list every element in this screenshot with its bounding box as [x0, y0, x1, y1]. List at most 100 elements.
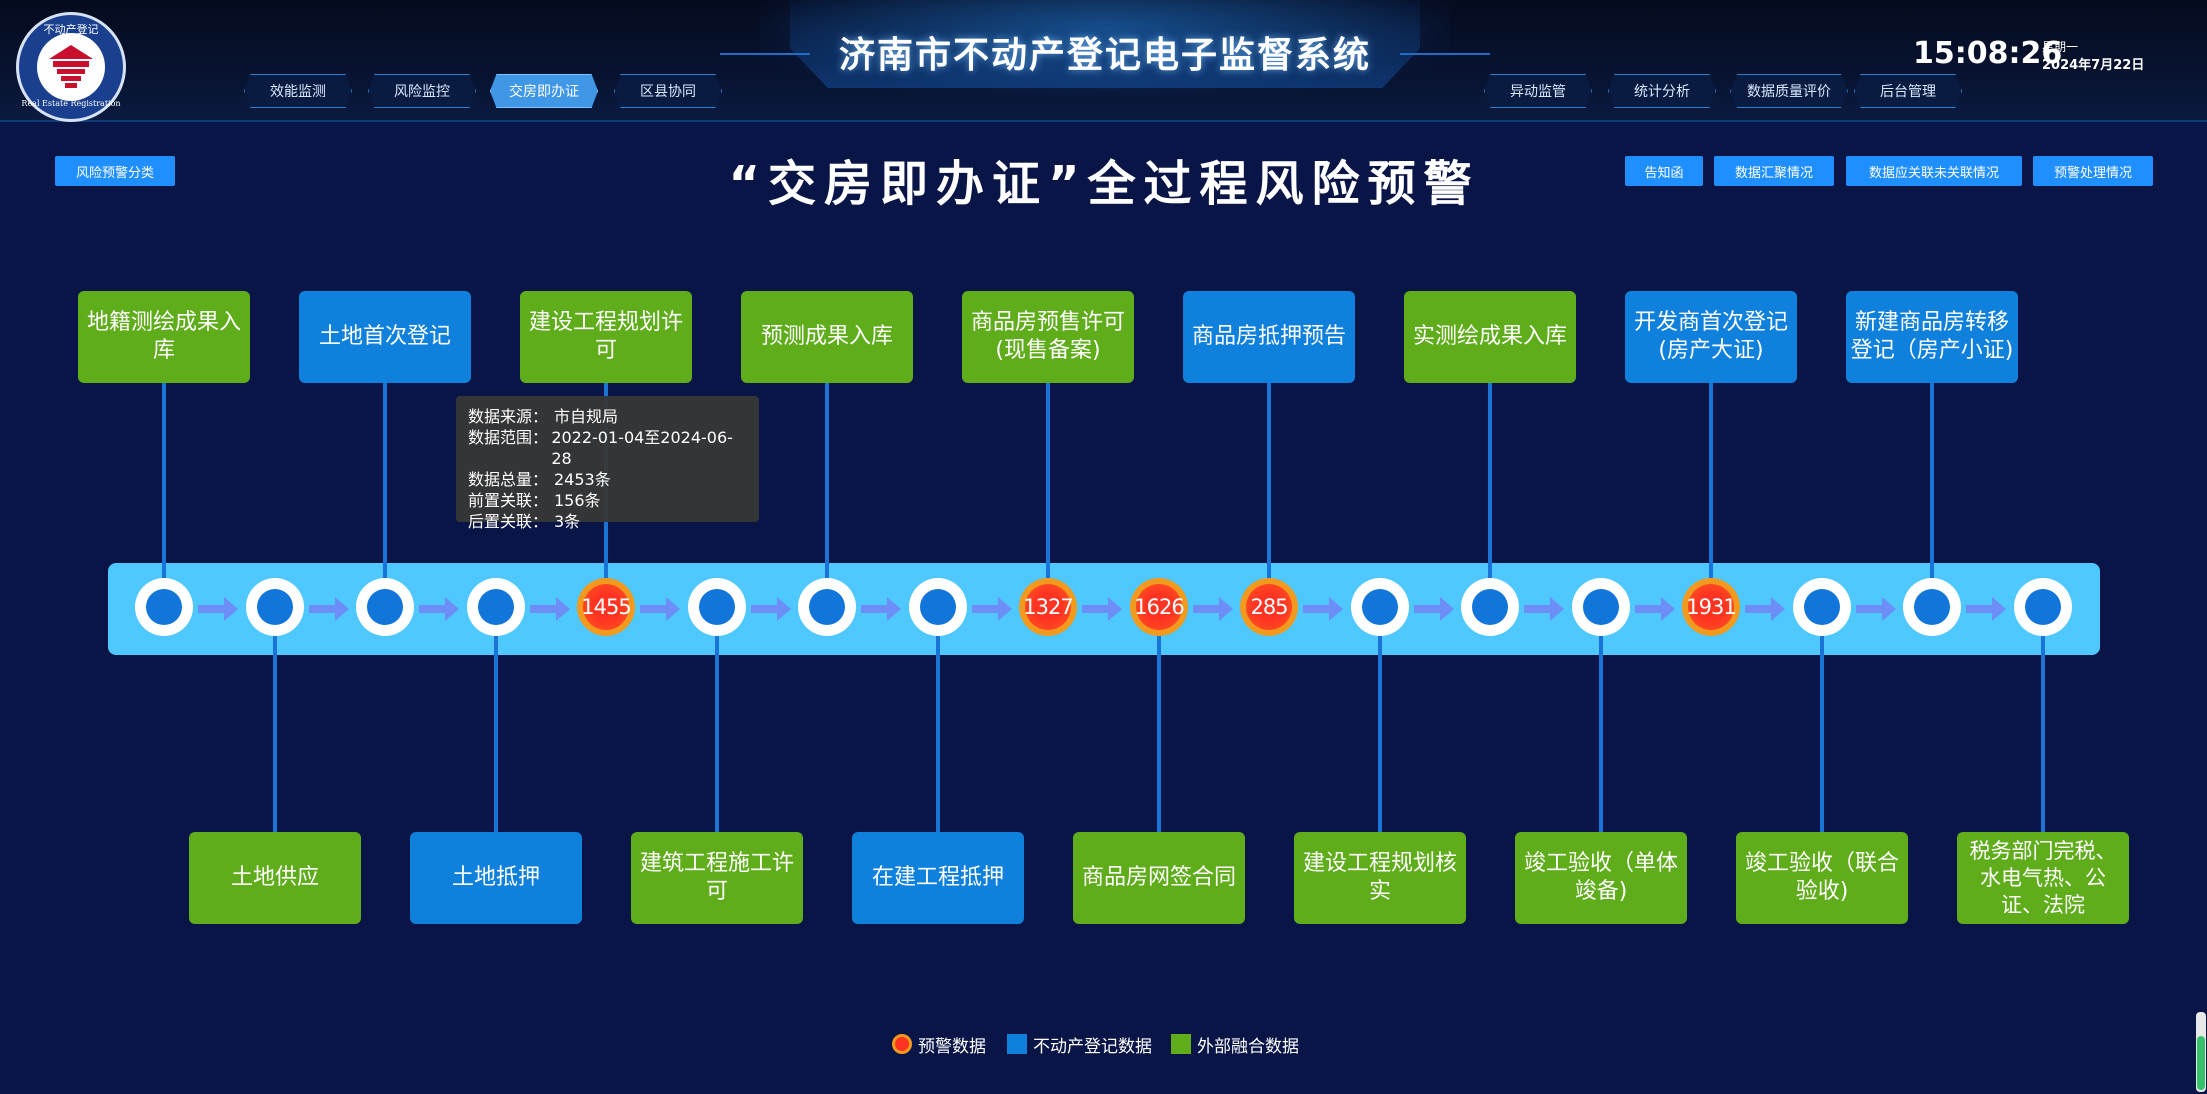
connector-line [1046, 382, 1050, 578]
timeline-node[interactable] [467, 578, 525, 636]
tooltip-row: 数据范围：2022-01-04至2024-06-28 [468, 427, 747, 469]
tooltip-row: 数据来源： 市自规局 [468, 406, 747, 427]
tooltip-row: 前置关联： 156条 [468, 490, 747, 511]
legend-label: 外部融合数据 [1197, 1036, 1299, 1057]
stage-card-planning-verification[interactable]: 建设工程规划核实 [1294, 832, 1466, 924]
connector-line [1378, 636, 1382, 832]
connector-line [383, 382, 387, 578]
connector-line [1488, 382, 1492, 578]
tab-label: 数据质量评价 [1747, 84, 1831, 100]
stage-card-forecast-survey[interactable]: 预测成果入库 [741, 291, 913, 383]
scrollbar[interactable] [2196, 1012, 2206, 1092]
timeline-node[interactable] [1793, 578, 1851, 636]
house-emblem-icon [49, 45, 93, 88]
logo: 不动产登记 Real Estate Registration [16, 12, 126, 122]
stage-card-construction-permit[interactable]: 建筑工程施工许可 [631, 832, 803, 924]
connector-line [1599, 636, 1603, 832]
timeline-node[interactable] [1461, 578, 1519, 636]
weekday: 星期一 [2042, 40, 2079, 54]
connector-line [825, 382, 829, 578]
timeline-node[interactable] [356, 578, 414, 636]
risk-category-button[interactable]: 风险预警分类 [55, 156, 175, 186]
connector-line [494, 636, 498, 832]
stage-card-land-mortgage[interactable]: 土地抵押 [410, 832, 582, 924]
tab-risk-monitoring[interactable]: 风险监控 [368, 74, 476, 108]
tab-handover-certificate[interactable]: 交房即办证 [490, 74, 598, 108]
stage-card-planning-permit[interactable]: 建设工程规划许可 [520, 291, 692, 383]
data-tooltip: 数据来源： 市自规局 数据范围：2022-01-04至2024-06-28 数据总… [456, 396, 759, 531]
connector-line [715, 636, 719, 832]
tab-label: 区县协同 [640, 84, 696, 100]
blue-square-icon [1007, 1034, 1027, 1054]
tab-backend-management[interactable]: 后台管理 [1854, 74, 1962, 108]
warning-count: 1327 [1023, 584, 1074, 630]
tooltip-value: 2022-01-04至2024-06-28 [551, 428, 733, 468]
timeline-node[interactable] [135, 578, 193, 636]
warning-count: 285 [1246, 584, 1292, 630]
stage-card-completion-single[interactable]: 竣工验收（单体竣备) [1515, 832, 1687, 924]
tab-district-collaboration[interactable]: 区县协同 [614, 74, 722, 108]
stage-card-presale-permit[interactable]: 商品房预售许可(现售备案) [962, 291, 1134, 383]
tab-label: 效能监测 [270, 84, 326, 100]
warning-node[interactable]: 1626 [1130, 578, 1188, 636]
legend-warn[interactable]: 预警数据 [892, 1033, 986, 1057]
tab-anomaly-supervision[interactable]: 异动监管 [1484, 74, 1592, 108]
warn-handling-button[interactable]: 预警处理情况 [2033, 156, 2153, 186]
tooltip-key: 前置关联： [468, 491, 549, 510]
date: 2024年7月22日 [2042, 58, 2145, 73]
timeline-node[interactable] [1351, 578, 1409, 636]
stage-card-completion-joint[interactable]: 竣工验收（联合验收) [1736, 832, 1908, 924]
timeline-node[interactable] [909, 578, 967, 636]
connector-line [1820, 636, 1824, 832]
connector-line [162, 382, 166, 578]
notice-letter-button[interactable]: 告知函 [1625, 156, 1703, 186]
warning-node[interactable]: 285 [1240, 578, 1298, 636]
connector-line [273, 636, 277, 832]
tab-statistics[interactable]: 统计分析 [1608, 74, 1716, 108]
clock-time: 15:08:26 [1913, 36, 2063, 71]
tab-label: 统计分析 [1634, 84, 1690, 100]
page-title: “交房即办证”全过程风险预警 [728, 156, 1480, 212]
stage-card-developer-registration[interactable]: 开发商首次登记(房产大证) [1625, 291, 1797, 383]
connector-line [1930, 382, 1934, 578]
title-line-right [1400, 53, 1490, 55]
top-header: 济南市不动产登记电子监督系统 不动产登记 Real Estate Registr… [0, 0, 2207, 122]
legend-label: 预警数据 [918, 1036, 986, 1057]
legend-label: 不动产登记数据 [1033, 1036, 1152, 1057]
timeline-node[interactable] [1903, 578, 1961, 636]
data-link-button[interactable]: 数据应关联未关联情况 [1846, 156, 2022, 186]
stage-card-mortgage-notice[interactable]: 商品房抵押预告 [1183, 291, 1355, 383]
timeline-node[interactable] [1572, 578, 1630, 636]
title-line-left [720, 53, 810, 55]
data-summary-button[interactable]: 数据汇聚情况 [1714, 156, 1834, 186]
stage-card-construction-mortgage[interactable]: 在建工程抵押 [852, 832, 1024, 924]
legend-external[interactable]: 外部融合数据 [1171, 1033, 1299, 1057]
stage-card-land-first-registration[interactable]: 土地首次登记 [299, 291, 471, 383]
timeline-node[interactable] [2014, 578, 2072, 636]
stage-card-cadastral-survey[interactable]: 地籍测绘成果入库 [78, 291, 250, 383]
timeline-node[interactable] [246, 578, 304, 636]
warning-node[interactable]: 1455 [577, 578, 635, 636]
tooltip-key: 数据来源： [468, 407, 549, 426]
legend-registry[interactable]: 不动产登记数据 [1007, 1033, 1152, 1057]
scrollbar-thumb[interactable] [2197, 1036, 2205, 1090]
tooltip-row: 数据总量：2453条 [468, 469, 747, 490]
timeline-node[interactable] [798, 578, 856, 636]
system-title: 济南市不动产登记电子监督系统 [838, 35, 1371, 76]
tooltip-value: 3条 [554, 512, 581, 531]
logo-top-text: 不动产登记 [43, 23, 99, 36]
tab-efficiency-monitoring[interactable]: 效能监测 [244, 74, 352, 108]
tab-label: 风险监控 [394, 84, 450, 100]
stage-card-tax-utilities[interactable]: 税务部门完税、水电气热、公证、法院 [1957, 832, 2129, 924]
warning-node[interactable]: 1327 [1019, 578, 1077, 636]
stage-card-online-contract[interactable]: 商品房网签合同 [1073, 832, 1245, 924]
stage-card-land-supply[interactable]: 土地供应 [189, 832, 361, 924]
tooltip-value: 市自规局 [554, 407, 619, 426]
stage-card-actual-survey[interactable]: 实测绘成果入库 [1404, 291, 1576, 383]
timeline-node[interactable] [688, 578, 746, 636]
warning-node[interactable]: 1931 [1682, 578, 1740, 636]
tab-data-quality[interactable]: 数据质量评价 [1730, 74, 1848, 108]
stage-card-transfer-registration[interactable]: 新建商品房转移登记（房产小证) [1846, 291, 2018, 383]
warning-count: 1626 [1134, 584, 1185, 630]
tooltip-value: 156条 [554, 491, 601, 510]
